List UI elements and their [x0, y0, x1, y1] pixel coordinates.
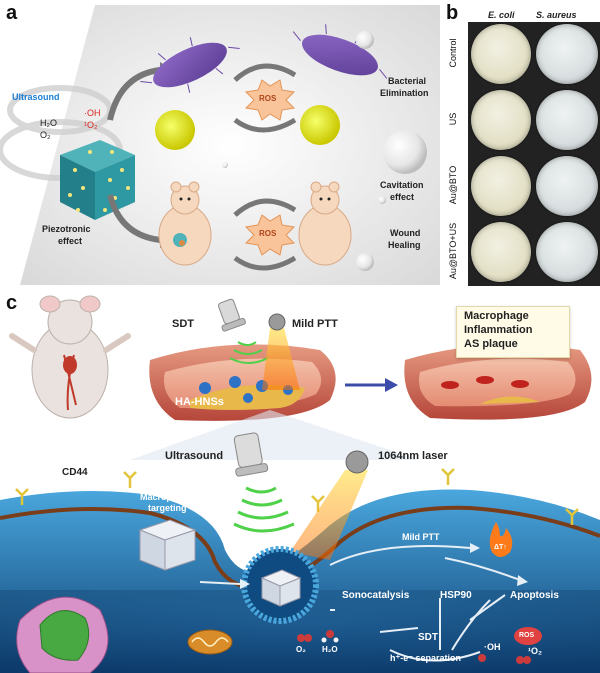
panel-b-label: b: [446, 2, 459, 24]
as-plaque-label: AS plaque: [464, 338, 518, 350]
cavitation-effect-label: effect: [390, 192, 415, 202]
ros-label: ROS: [519, 632, 535, 639]
nanoparticle-targeting: [138, 519, 197, 571]
bubble: [383, 130, 427, 174]
panel-a: a Ultrasound H₂O O₂ ·OH ¹O₂ Piezotronic …: [0, 0, 440, 290]
cavitation-label: Cavitation: [380, 180, 424, 190]
laser-beam-bottom: [290, 470, 368, 560]
inflammation-label: Inflammation: [464, 324, 533, 336]
laser-label: 1064nm laser: [378, 450, 448, 462]
cd44-label: CD44: [62, 467, 88, 478]
piezotronic-label: Piezotronic: [42, 224, 91, 234]
plate-saureus-aubto-us: [536, 222, 598, 282]
magnification-cone: [130, 410, 420, 460]
cd44-receptors: [15, 468, 579, 525]
bubble: [222, 162, 228, 168]
apoptosis-label: Apoptosis: [510, 590, 559, 601]
column-header-saureus: S. aureus: [536, 10, 577, 20]
panel-c-label: c: [6, 292, 18, 314]
hydroxyl-label: ·OH: [84, 108, 101, 118]
mild-ptt-top-label: Mild PTT: [292, 318, 338, 330]
ros-label-top: ROS: [259, 94, 277, 103]
macrophage-targeting-label-1: Macrophage: [140, 492, 194, 502]
panel-a-label: a: [6, 2, 18, 24]
blood-vessel-healthy: [404, 344, 592, 420]
ros-burst-bottom: [244, 214, 296, 256]
bubble: [378, 196, 386, 204]
column-header-ecoli: E. coli: [488, 10, 515, 20]
o2-label: O₂: [40, 130, 51, 140]
wound-label: Wound: [390, 228, 421, 238]
mild-ptt-label: Mild PTT: [402, 532, 440, 542]
sdt-label: SDT: [418, 632, 438, 643]
row-label-aubto-us: Au@BTO+US: [448, 222, 458, 280]
healing-label: Healing: [388, 240, 421, 250]
bacterium-sphere-left: [155, 110, 195, 150]
ultrasound-label: Ultrasound: [165, 450, 224, 462]
singlet-oxygen-label-c: ¹O₂: [528, 646, 542, 656]
laser-head-top: [268, 313, 286, 331]
plate-ecoli-us: [471, 90, 531, 150]
h2o-label: H₂O: [40, 118, 57, 128]
plate-saureus-aubto: [536, 156, 598, 216]
hydroxyl-radical-label: ·OH: [484, 642, 501, 652]
panel-c: c SDT Mild PTT HA-HNSs Macrophage Inflam…: [0, 290, 600, 673]
laser-beam-top: [262, 328, 300, 390]
plate-ecoli-aubto-us: [471, 222, 531, 282]
mouse-figure: [9, 295, 131, 419]
panel-b: b E. coli S. aureus Control US Au@BTO Au…: [440, 0, 600, 290]
mitochondrion-icon: [187, 629, 233, 655]
panel-a-illustration: [0, 5, 440, 285]
plate-ecoli-control: [471, 24, 531, 84]
oxygen-label: O₂: [296, 645, 306, 654]
sdt-top-label: SDT: [172, 318, 194, 330]
ros-label-bottom: ROS: [259, 229, 277, 238]
arrow-to-wound: [107, 194, 161, 243]
flame-icon: [489, 522, 513, 557]
ros-burst-top: [244, 79, 296, 121]
arrow-to-bacteria: [107, 67, 161, 121]
piezotronic-effect-label: effect: [58, 236, 83, 246]
ros-cloud: [514, 627, 542, 645]
panel-c-illustration: [0, 295, 600, 673]
plate-saureus-us: [536, 90, 598, 150]
delta-t-label: ΔT↑: [494, 544, 507, 551]
plate-saureus-control: [536, 24, 598, 84]
bacterial-label: Bacterial: [388, 76, 427, 86]
charge-separation-label: h⁺-e⁻ separation: [390, 653, 462, 663]
macrophage-outcome-label: Macrophage: [464, 310, 529, 322]
mouse-right: [298, 181, 352, 266]
bacterium-left: [140, 37, 240, 93]
sonocatalysis-label: Sonocatalysis: [342, 590, 410, 601]
ultrasound-waves-top: [229, 341, 269, 364]
macrophage-targeting-label-2: targeting: [148, 503, 187, 513]
plate-ecoli-aubto: [471, 156, 531, 216]
ultrasound-probe-bottom: [233, 432, 269, 477]
water-label: H₂O: [322, 645, 338, 654]
ultrasound-probe-top: [217, 298, 246, 332]
bubble: [356, 253, 374, 271]
blood-vessel-plaque: [149, 344, 336, 421]
row-label-us: US: [448, 112, 458, 126]
plate-grid: [468, 22, 600, 286]
nanocube: [60, 140, 135, 220]
mouse-left: [158, 181, 212, 266]
oxygen-molecules: [297, 630, 531, 664]
endosome-cube: [260, 569, 302, 607]
bubble: [356, 31, 374, 49]
ultrasound-waves-bottom: [233, 486, 295, 533]
ultrasound-label: Ultrasound: [12, 92, 60, 102]
singlet-oxygen-label: ¹O₂: [84, 120, 98, 130]
laser-head-bottom: [345, 450, 369, 474]
bacterium-sphere-right: [300, 105, 340, 145]
plaque-outcome-box: [456, 306, 570, 358]
hsp90-label: HSP90: [440, 590, 472, 601]
pathway-arrows: [199, 545, 521, 662]
row-label-control: Control: [448, 38, 458, 68]
ha-hnss-label: HA-HNSs: [175, 396, 224, 408]
row-label-aubto: Au@BTO: [448, 165, 458, 205]
elimination-label: Elimination: [380, 88, 429, 98]
